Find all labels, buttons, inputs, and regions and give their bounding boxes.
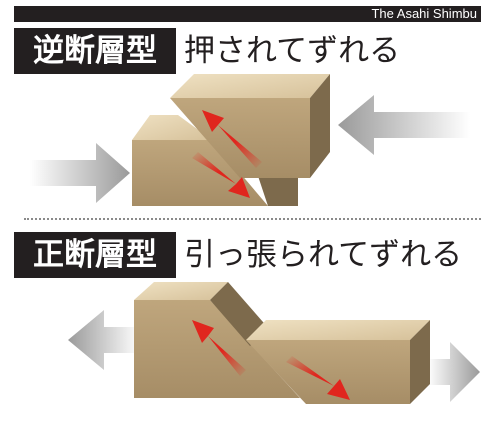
reverse-fault-illustration	[30, 74, 470, 206]
push-arrow-left-icon	[30, 143, 130, 203]
slip-arrow-up-left-icon	[192, 320, 246, 376]
slip-arrow-up-icon	[202, 110, 262, 168]
credit-text: The Asahi Shimbu	[371, 6, 477, 21]
normal-fault-description: 引っ張られてずれる	[184, 237, 463, 273]
credit-bar: The Asahi Shimbu	[14, 6, 481, 22]
normal-footwall-front	[134, 300, 300, 398]
pull-arrow-right-icon	[428, 342, 480, 402]
normal-fault-illustration	[68, 282, 480, 404]
push-arrow-right-icon	[338, 95, 470, 155]
normal-hanging-wall-front	[246, 340, 410, 404]
normal-footwall-top	[134, 282, 228, 300]
normal-hanging-wall-top	[246, 320, 430, 340]
reverse-fault-label: 逆断層型	[14, 28, 176, 74]
footwall-block-side	[258, 176, 298, 206]
hanging-wall-block-front	[170, 98, 310, 178]
section-divider	[24, 218, 481, 220]
footwall-block-top	[132, 115, 212, 140]
hanging-wall-block-side	[310, 74, 330, 178]
slip-arrow-down-icon	[192, 152, 250, 198]
normal-hanging-wall-side	[410, 320, 430, 404]
slip-arrow-down-right-icon	[286, 356, 350, 400]
normal-footwall-side	[210, 282, 270, 346]
pull-arrow-left-icon	[68, 310, 140, 370]
normal-fault-label: 正断層型	[14, 232, 176, 278]
hanging-wall-block-top	[170, 74, 330, 98]
reverse-fault-description: 押されてずれる	[184, 33, 401, 69]
